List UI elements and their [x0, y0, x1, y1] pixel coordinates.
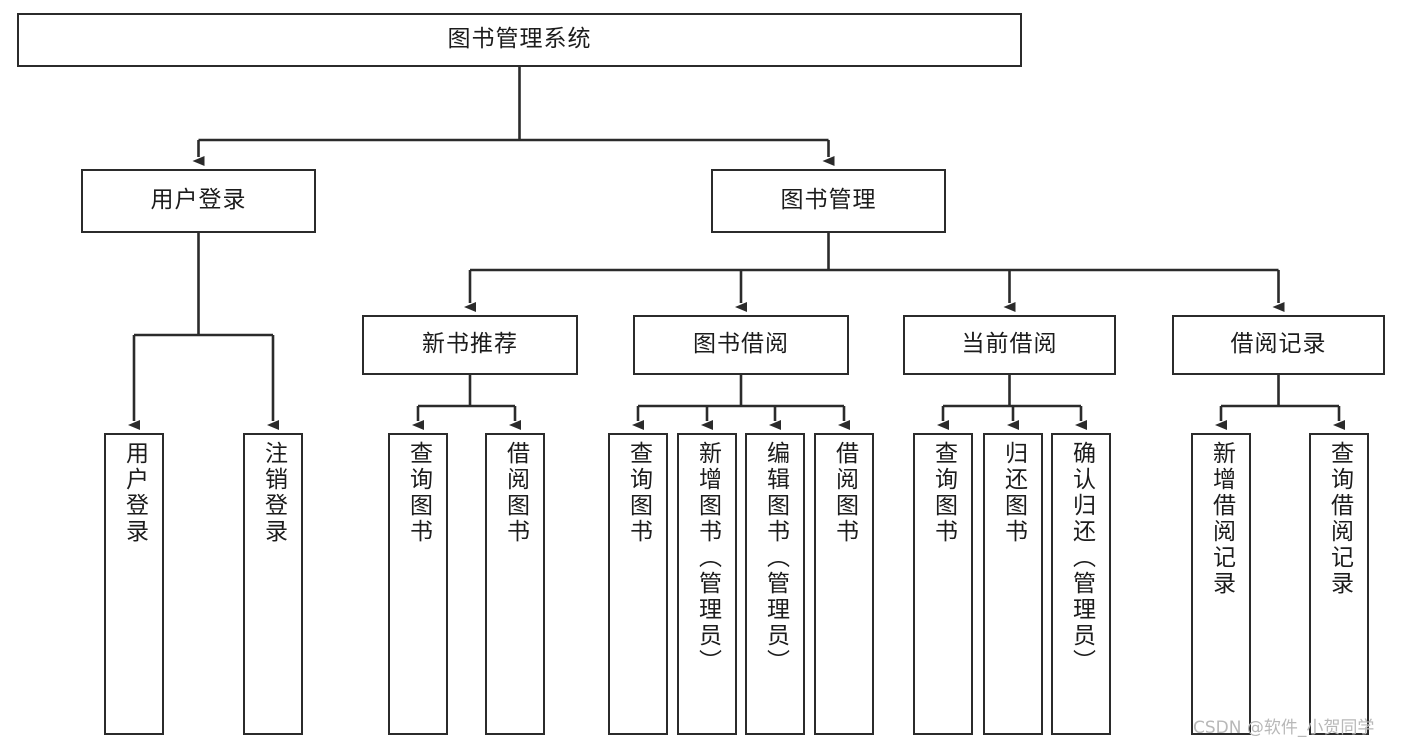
node-leaf-return-book[interactable]: 归还图书	[983, 433, 1043, 735]
node-label: 编辑图书（管理员）	[762, 441, 789, 675]
node-leaf-add-borrow-record[interactable]: 新增借阅记录	[1191, 433, 1251, 735]
node-label: 当前借阅	[961, 331, 1058, 358]
node-label: 借阅图书	[502, 441, 529, 545]
node-leaf-add-book-admin[interactable]: 新增图书（管理员）	[677, 433, 737, 735]
node-leaf-query-book-rec[interactable]: 查询图书	[388, 433, 448, 735]
node-leaf-edit-book-admin[interactable]: 编辑图书（管理员）	[745, 433, 805, 735]
node-label: 注销登录	[260, 441, 287, 545]
node-label: 图书管理	[780, 187, 877, 214]
node-label: 归还图书	[1000, 441, 1027, 545]
node-leaf-query-book-borrow[interactable]: 查询图书	[608, 433, 668, 735]
node-borrow-record[interactable]: 借阅记录	[1172, 315, 1385, 375]
node-label: 借阅记录	[1230, 331, 1327, 358]
node-current-borrow[interactable]: 当前借阅	[903, 315, 1116, 375]
node-book-management[interactable]: 图书管理	[711, 169, 946, 233]
node-user-login[interactable]: 用户登录	[81, 169, 316, 233]
node-label: 查询图书	[930, 441, 957, 545]
node-leaf-confirm-return-admin[interactable]: 确认归还（管理员）	[1051, 433, 1111, 735]
node-label: 查询借阅记录	[1326, 441, 1353, 597]
node-label: 借阅图书	[831, 441, 858, 545]
node-root[interactable]: 图书管理系统	[17, 13, 1022, 67]
node-leaf-borrow-book[interactable]: 借阅图书	[814, 433, 874, 735]
node-leaf-borrow-book-rec[interactable]: 借阅图书	[485, 433, 545, 735]
node-label: 新增借阅记录	[1208, 441, 1235, 597]
node-leaf-query-borrow-record[interactable]: 查询借阅记录	[1309, 433, 1369, 735]
node-label: 查询图书	[405, 441, 432, 545]
node-leaf-user-logout[interactable]: 注销登录	[243, 433, 303, 735]
node-book-borrow[interactable]: 图书借阅	[633, 315, 849, 375]
node-label: 新增图书（管理员）	[694, 441, 721, 675]
node-label: 新书推荐	[422, 331, 518, 358]
node-label: 用户登录	[121, 441, 148, 545]
node-label: 查询图书	[625, 441, 652, 545]
node-leaf-user-login[interactable]: 用户登录	[104, 433, 164, 735]
node-label: 确认归还（管理员）	[1068, 441, 1095, 675]
csdn-watermark: CSDN @软件_小贺同学	[1193, 718, 1375, 738]
node-label: 用户登录	[150, 187, 247, 214]
node-new-book-recommend[interactable]: 新书推荐	[362, 315, 578, 375]
node-leaf-query-book-current[interactable]: 查询图书	[913, 433, 973, 735]
node-label: 图书管理系统	[447, 26, 592, 53]
node-label: 图书借阅	[693, 331, 789, 358]
